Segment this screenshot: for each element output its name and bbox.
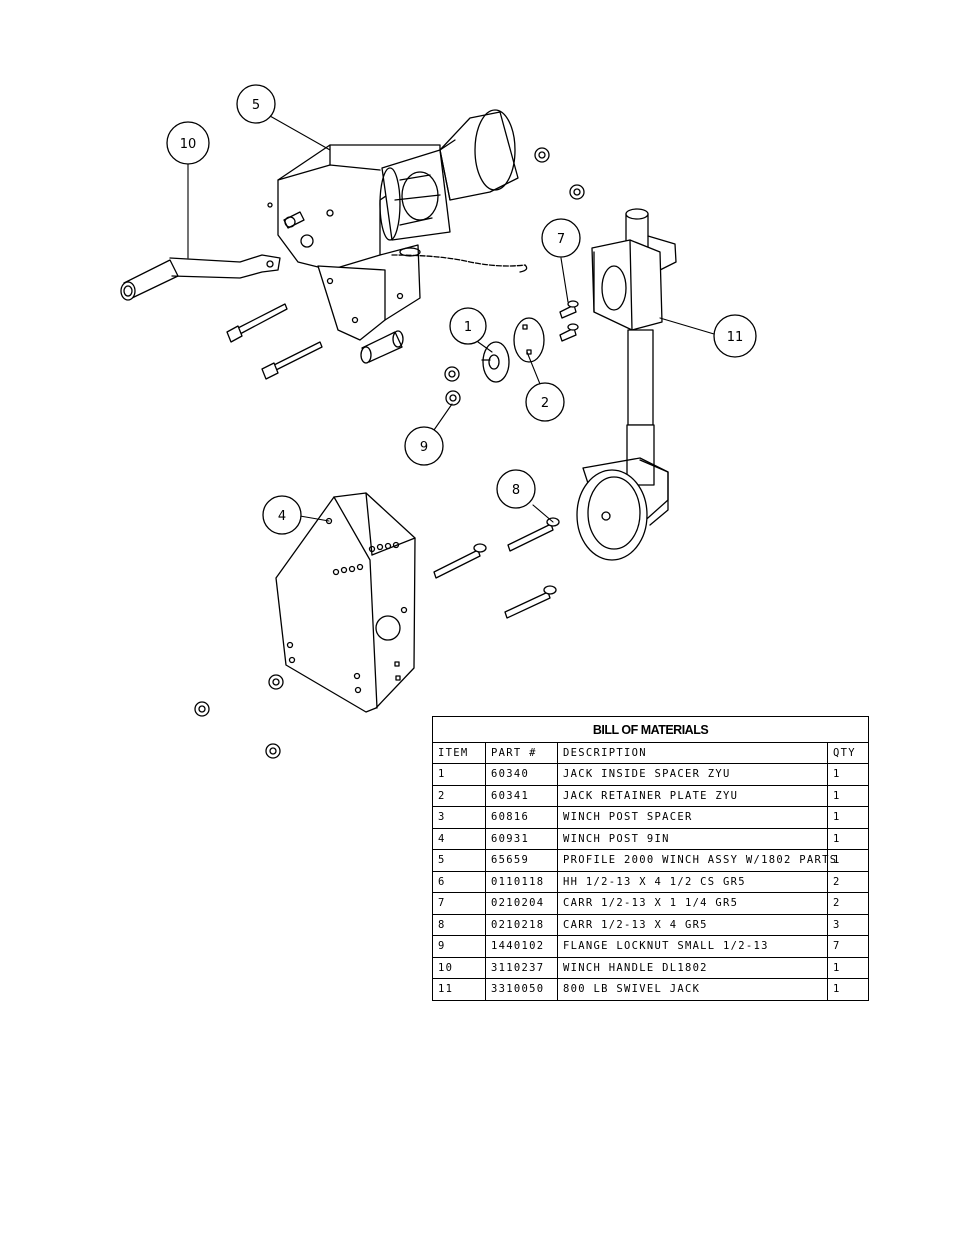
bom-cell-item: 9 [432, 935, 486, 958]
bom-cell-qty: 1 [826, 957, 870, 979]
bom-cell-qty: 1 [826, 978, 870, 1000]
bom-cell-part: 60931 [485, 828, 558, 850]
bom-cell-item: 5 [432, 849, 486, 872]
bom-cell-description: HH 1/2-13 X 4 1/2 CS GR5 [557, 871, 828, 893]
winch-handle-part [120, 254, 281, 301]
bom-cell-item: 8 [432, 914, 486, 936]
winch-assembly-part [267, 109, 528, 341]
callout-5-label: 5 [252, 98, 260, 113]
callout-5: 5 [236, 84, 276, 124]
bom-title: BILL OF MATERIALS [431, 716, 870, 743]
hex-bolt-part [226, 303, 323, 380]
callout-8: 8 [496, 469, 536, 509]
bom-cell-qty: 3 [826, 914, 870, 936]
jack-inside-spacer-part [481, 341, 510, 383]
callout-1-label: 1 [464, 320, 472, 335]
callout-2-label: 2 [541, 396, 549, 411]
callout-9-label: 9 [420, 440, 428, 455]
bom-cell-description: 800 LB SWIVEL JACK [557, 978, 828, 1000]
bom-header-qty: QTY [826, 742, 870, 764]
bom-cell-qty: 7 [826, 935, 870, 958]
bom-cell-item: 7 [432, 892, 486, 915]
winch-post-spacer-part [360, 330, 404, 364]
jack-retainer-plate-part [513, 317, 545, 363]
bom-cell-description: CARR 1/2-13 X 4 GR5 [557, 914, 828, 936]
winch-post-part [275, 492, 416, 713]
callout-7-label: 7 [557, 232, 565, 247]
bom-cell-part: 60340 [485, 763, 558, 786]
bom-cell-qty: 1 [826, 828, 870, 850]
callout-4: 4 [262, 495, 302, 535]
exploded-parts-diagram: 10 5 7 11 1 2 9 8 4 [120, 84, 757, 759]
bom-cell-part: 0210218 [485, 914, 558, 936]
callout-10: 10 [166, 121, 210, 165]
flange-locknut-part [444, 366, 461, 406]
flange-nut-group-bottom [194, 674, 284, 759]
bom-cell-qty: 1 [826, 806, 870, 829]
bom-cell-qty: 2 [826, 892, 870, 915]
bom-cell-part: 1440102 [485, 935, 558, 958]
bom-header-part: PART # [485, 742, 558, 764]
callout-11-label: 11 [727, 330, 744, 345]
bom-cell-description: PROFILE 2000 WINCH ASSY W/1802 PARTS [557, 849, 836, 872]
bom-cell-item: 1 [432, 763, 486, 786]
bom-cell-part: 0210204 [485, 892, 558, 915]
carriage-bolt-short-part [559, 300, 579, 342]
bom-cell-description: WINCH HANDLE DL1802 [557, 957, 828, 979]
bom-cell-part: 60341 [485, 785, 558, 807]
bom-cell-qty: 2 [826, 871, 870, 893]
bill-of-materials-table: BILL OF MATERIALS ITEM PART # DESCRIPTIO… [431, 716, 870, 1001]
bom-cell-qty: 1 [826, 785, 870, 807]
bom-cell-description: FLANGE LOCKNUT SMALL 1/2-13 [557, 935, 828, 958]
callout-11: 11 [713, 314, 757, 358]
bom-cell-part: 60816 [485, 806, 558, 829]
callout-8-label: 8 [512, 483, 520, 498]
swivel-jack-part [576, 208, 677, 561]
bom-cell-item: 2 [432, 785, 486, 807]
callout-7: 7 [541, 218, 581, 258]
bom-cell-item: 6 [432, 871, 486, 893]
callout-4-label: 4 [278, 509, 286, 524]
bom-cell-description: WINCH POST 9IN [557, 828, 828, 850]
callout-9: 9 [404, 426, 444, 466]
callout-1: 1 [449, 307, 487, 345]
flange-nut-group-top [534, 147, 585, 200]
bom-cell-description: JACK INSIDE SPACER ZYU [557, 763, 828, 786]
carriage-bolt-long-part [433, 517, 560, 619]
callout-10-label: 10 [180, 137, 197, 152]
bom-cell-part: 0110118 [485, 871, 558, 893]
bom-cell-qty: 1 [826, 849, 870, 872]
bom-cell-description: JACK RETAINER PLATE ZYU [557, 785, 828, 807]
bom-cell-part: 3310050 [485, 978, 558, 1000]
bom-cell-item: 4 [432, 828, 486, 850]
bom-cell-part: 3110237 [485, 957, 558, 979]
bom-cell-qty: 1 [826, 763, 870, 786]
bom-cell-part: 65659 [485, 849, 558, 872]
bom-header-description: DESCRIPTION [557, 742, 828, 764]
bom-header-item: ITEM [432, 742, 486, 764]
bom-cell-item: 10 [432, 957, 486, 979]
callout-2: 2 [525, 382, 565, 422]
bom-cell-item: 11 [432, 978, 486, 1000]
bom-cell-description: CARR 1/2-13 X 1 1/4 GR5 [557, 892, 828, 915]
bom-cell-item: 3 [432, 806, 486, 829]
bom-cell-description: WINCH POST SPACER [557, 806, 828, 829]
leader-lines [187, 115, 715, 523]
